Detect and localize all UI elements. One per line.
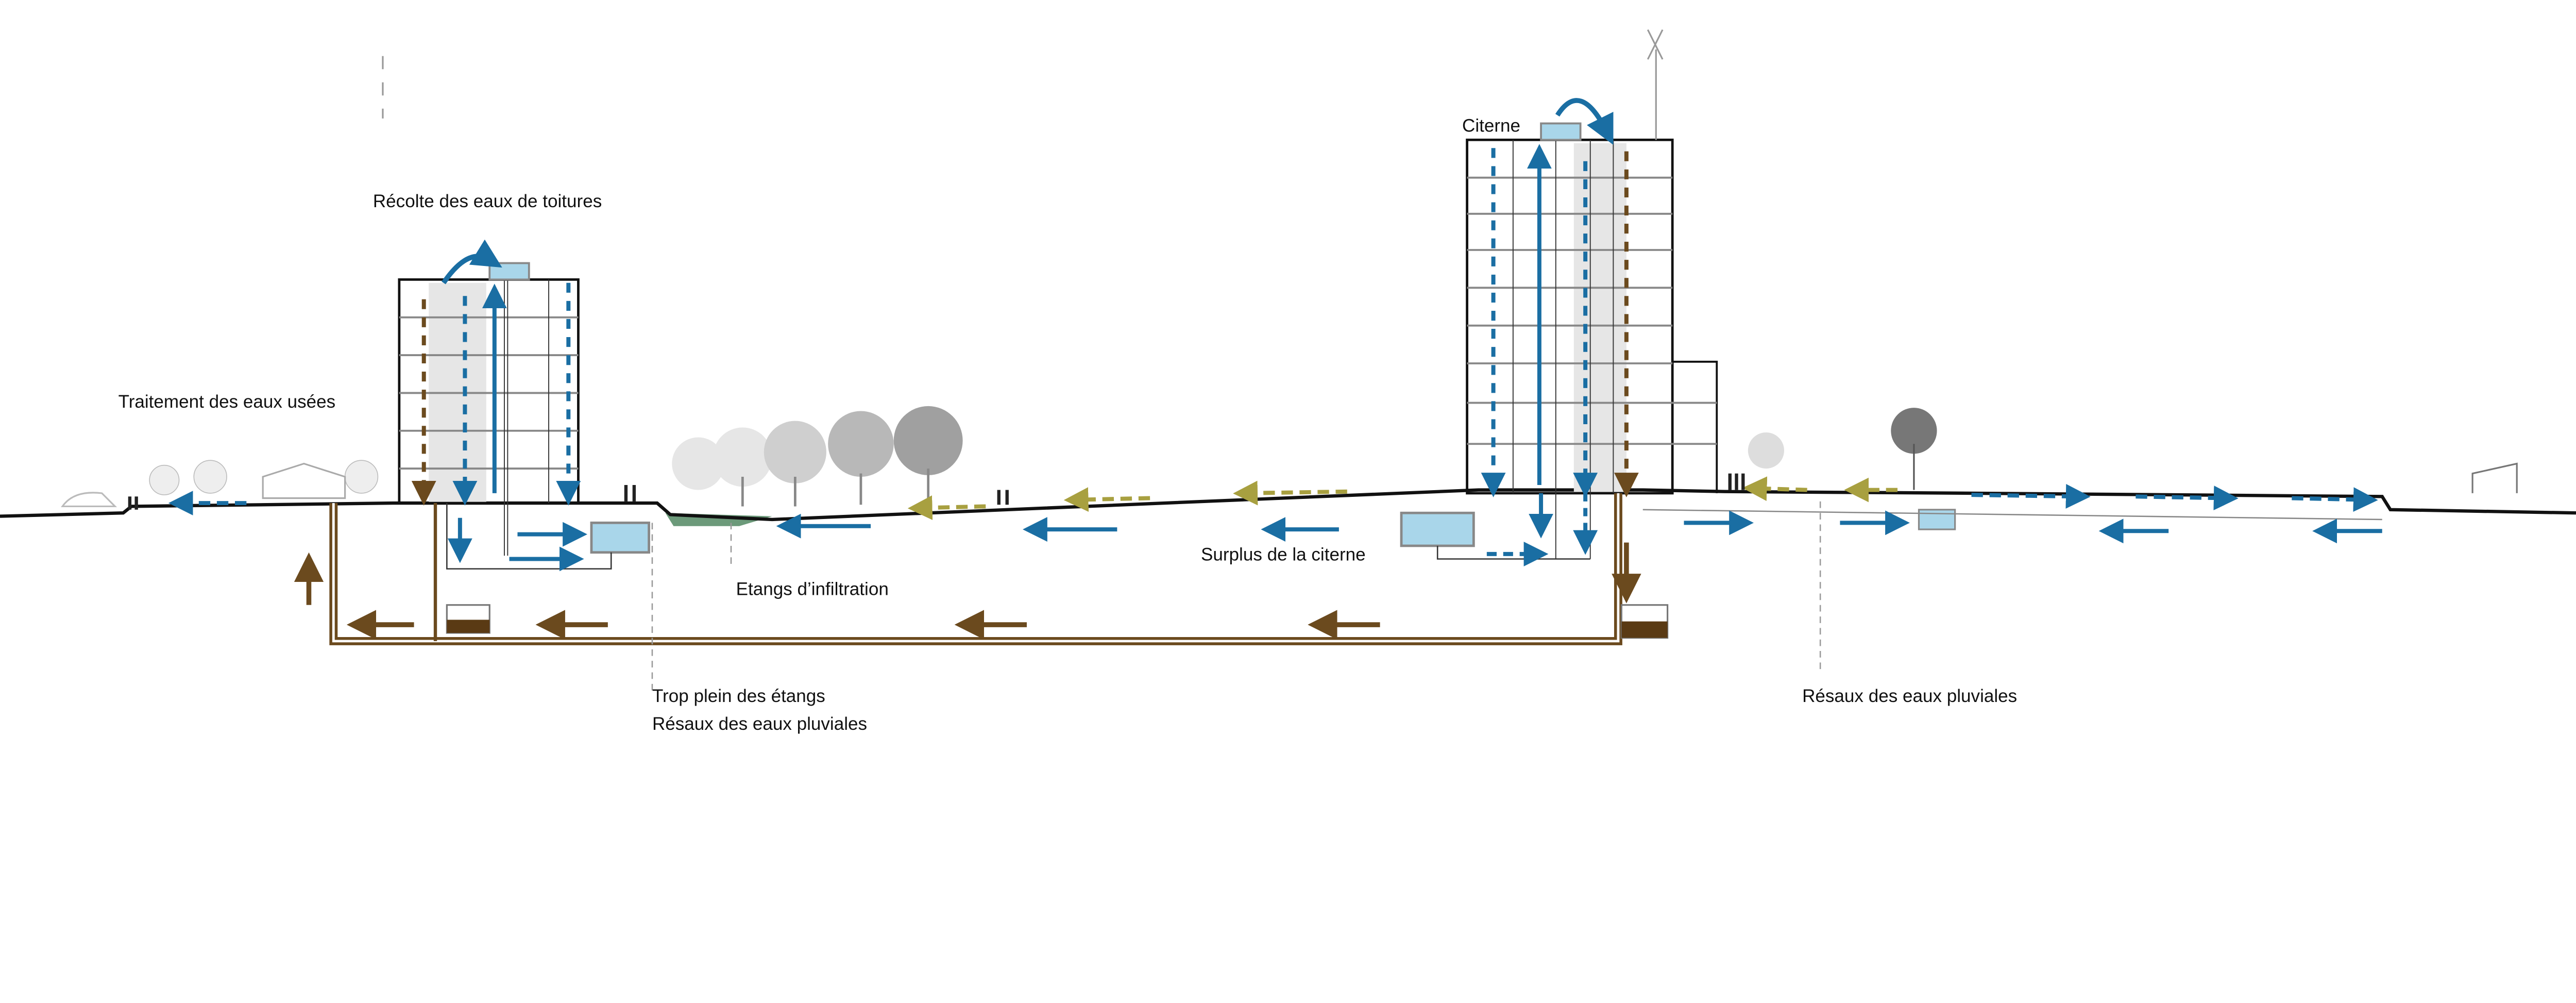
rainwater-arrows [447, 493, 2382, 572]
people-silhouettes [128, 473, 1745, 510]
surface-flow-arrows [168, 476, 2378, 520]
label-pond-overflow: Trop plein des étangs [652, 686, 825, 706]
water-cycle-section-diagram: Récolte des eaux de toitures Traitement … [0, 29, 2576, 734]
underground-network [294, 493, 2382, 645]
rain-network-tank [1918, 509, 1956, 530]
label-citerne: Citerne [1462, 115, 1520, 136]
right-tower [1466, 29, 1718, 559]
left-building [398, 239, 581, 556]
label-wastewater-treatment: Traitement des eaux usées [118, 392, 336, 412]
label-rain-network-left: Résaux des eaux pluviales [652, 714, 867, 734]
pond-tank [590, 521, 650, 554]
right-edge-structure [2471, 462, 2518, 493]
wind-turbine-icon [1647, 29, 1664, 140]
roof-tank [488, 262, 530, 281]
surplus-tank [1400, 511, 1475, 547]
label-infiltration-ponds: Etangs d’infiltration [736, 579, 889, 599]
label-citerne-surplus: Surplus de la citerne [1201, 545, 1366, 565]
label-rain-network-right: Résaux des eaux pluviales [1802, 686, 2017, 706]
label-roof-harvest: Récolte des eaux de toitures [373, 191, 602, 211]
wastewater-arrows [294, 542, 1641, 640]
leader-lines [651, 501, 1821, 691]
citerne-tank [1540, 122, 1582, 141]
trees [61, 406, 1937, 508]
